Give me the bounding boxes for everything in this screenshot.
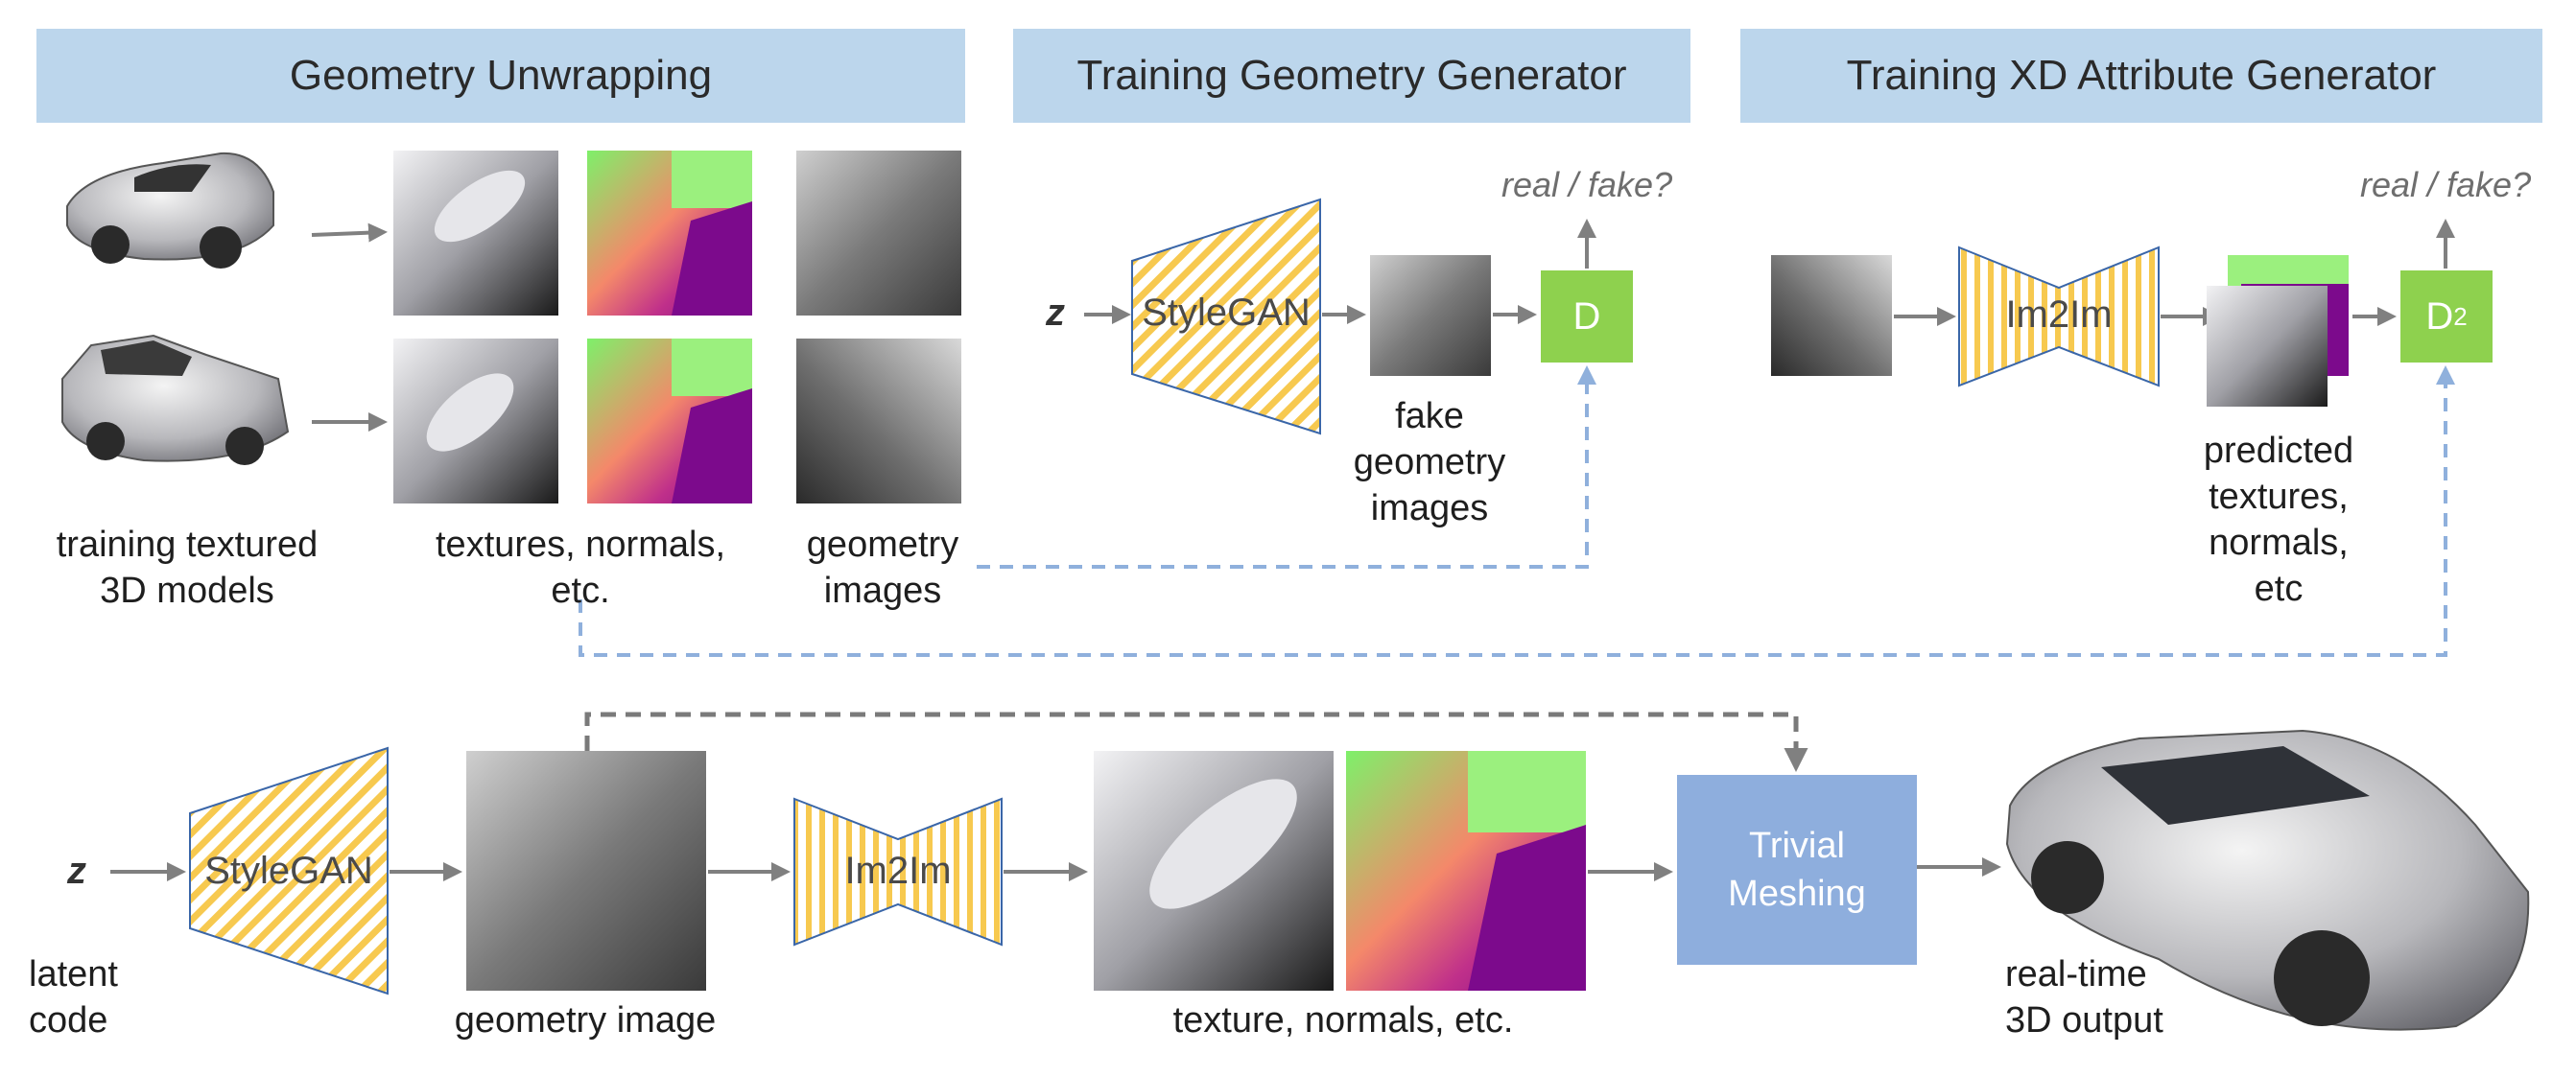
geometry-image-2 — [796, 339, 961, 503]
bottom-normal-image — [1346, 751, 1586, 991]
label-real-fake-d2: real / fake? — [2360, 165, 2532, 204]
im2im-top-label: Im2Im — [2005, 293, 2113, 336]
label-textures-line2: etc. — [551, 571, 610, 611]
label-predicted-line2: textures, — [2209, 477, 2349, 517]
d2-base: D — [2425, 294, 2454, 338]
label-textures-normals: textures, normals, etc. — [413, 522, 748, 614]
texture-image-2 — [393, 339, 558, 503]
normal-image-1 — [587, 151, 752, 316]
label-fake-line1: fake — [1395, 396, 1464, 436]
label-geometry-line1: geometry — [806, 525, 959, 565]
label-texture-normals-etc: texture, normals, etc. — [1172, 1000, 1514, 1041]
label-fake-line2: geometry — [1353, 442, 1506, 482]
stylegan-bottom-block — [189, 746, 389, 995]
arrow-car1 — [311, 222, 388, 243]
label-training-line2: 3D models — [100, 571, 274, 611]
label-latent-code: latent code — [29, 951, 144, 1043]
dashed-textures-to-d2 — [579, 365, 2455, 657]
xd-input-geometry-image — [1771, 255, 1892, 376]
label-geometry-image: geometry image — [454, 1000, 717, 1041]
z-latent-bottom: z — [67, 850, 86, 892]
label-geometry-images: geometry images — [787, 522, 979, 614]
label-realtime-output: real-time 3D output — [2005, 951, 2197, 1043]
label-predicted-textures: predicted textures, normals, etc — [2183, 428, 2375, 612]
stylegan-top-label: StyleGAN — [1142, 292, 1311, 334]
im2im-bottom-label: Im2Im — [844, 850, 952, 892]
header-training-geometry-generator: Training Geometry Generator — [1013, 29, 1690, 123]
d2-subscript: 2 — [2453, 301, 2468, 331]
label-latent-line2: code — [29, 1000, 108, 1041]
geometry-image-1 — [796, 151, 961, 316]
label-training-textured-models: training textured 3D models — [38, 522, 336, 614]
bottom-geometry-image — [466, 751, 706, 991]
label-predicted-line3: normals, — [2209, 523, 2349, 563]
label-fake-line3: images — [1370, 488, 1489, 528]
label-latent-line1: latent — [29, 954, 118, 995]
label-real-fake-d: real / fake? — [1501, 165, 1673, 204]
trivial-meshing-box: Trivial Meshing — [1677, 775, 1917, 965]
training-car-2-image — [61, 334, 290, 465]
label-textures-line1: textures, normals, — [436, 525, 725, 565]
texture-image-1 — [393, 151, 558, 316]
normal-image-2 — [587, 339, 752, 503]
discriminator-d: D — [1541, 270, 1633, 363]
label-fake-geometry-images: fake geometry images — [1334, 393, 1525, 531]
fake-geometry-image — [1370, 255, 1491, 376]
label-geometry-line2: images — [823, 571, 942, 611]
predicted-textures-stack — [2207, 255, 2349, 407]
trivial-line1: Trivial — [1749, 826, 1845, 866]
realtime-3d-output-car — [2005, 729, 2530, 1031]
z-latent-top: z — [1046, 292, 1065, 334]
bottom-texture-image — [1094, 751, 1334, 991]
im2im-top-block — [1958, 246, 2160, 387]
label-realtime-line1: real-time — [2005, 954, 2147, 995]
stylegan-top-block — [1131, 198, 1321, 435]
im2im-bottom-block — [793, 797, 1003, 947]
label-training-line1: training textured — [56, 525, 319, 565]
label-predicted-line1: predicted — [2203, 431, 2354, 471]
trivial-line2: Meshing — [1728, 874, 1866, 914]
label-realtime-line2: 3D output — [2005, 1000, 2163, 1041]
dashed-geometry-to-d — [977, 365, 1596, 569]
label-predicted-line4: etc — [2254, 569, 2304, 609]
header-geometry-unwrapping: Geometry Unwrapping — [36, 29, 965, 123]
training-car-1-image — [66, 152, 274, 269]
stylegan-bottom-label: StyleGAN — [204, 850, 373, 892]
header-training-xd-attribute-generator: Training XD Attribute Generator — [1740, 29, 2542, 123]
